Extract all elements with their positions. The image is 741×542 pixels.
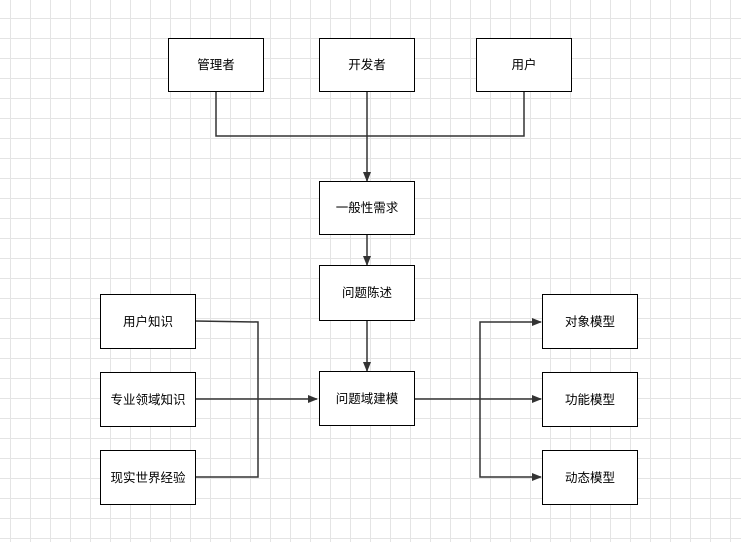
node-general-requirements[interactable]: 一般性需求: [319, 181, 415, 235]
node-manager[interactable]: 管理者: [168, 38, 264, 92]
node-functional-model[interactable]: 功能模型: [542, 372, 638, 427]
node-object-model[interactable]: 对象模型: [542, 294, 638, 349]
edge-experience-merge: [195, 399, 259, 478]
edge-manager-merge: [215, 92, 367, 137]
node-developer[interactable]: 开发者: [319, 38, 415, 92]
node-problem-statement[interactable]: 问题陈述: [319, 265, 415, 321]
edge-modeling-object: [479, 318, 542, 399]
node-real-world-experience[interactable]: 现实世界经验: [100, 450, 196, 505]
node-problem-domain-modeling[interactable]: 问题域建模: [319, 371, 415, 426]
edge-user-knowledge-merge: [194, 320, 259, 399]
node-dynamic-model[interactable]: 动态模型: [542, 450, 638, 505]
edge-user-merge: [367, 92, 525, 137]
node-domain-knowledge[interactable]: 专业领域知识: [100, 372, 196, 427]
node-user[interactable]: 用户: [476, 38, 572, 92]
edge-modeling-dynamic: [479, 399, 542, 481]
node-user-knowledge[interactable]: 用户知识: [100, 294, 196, 349]
